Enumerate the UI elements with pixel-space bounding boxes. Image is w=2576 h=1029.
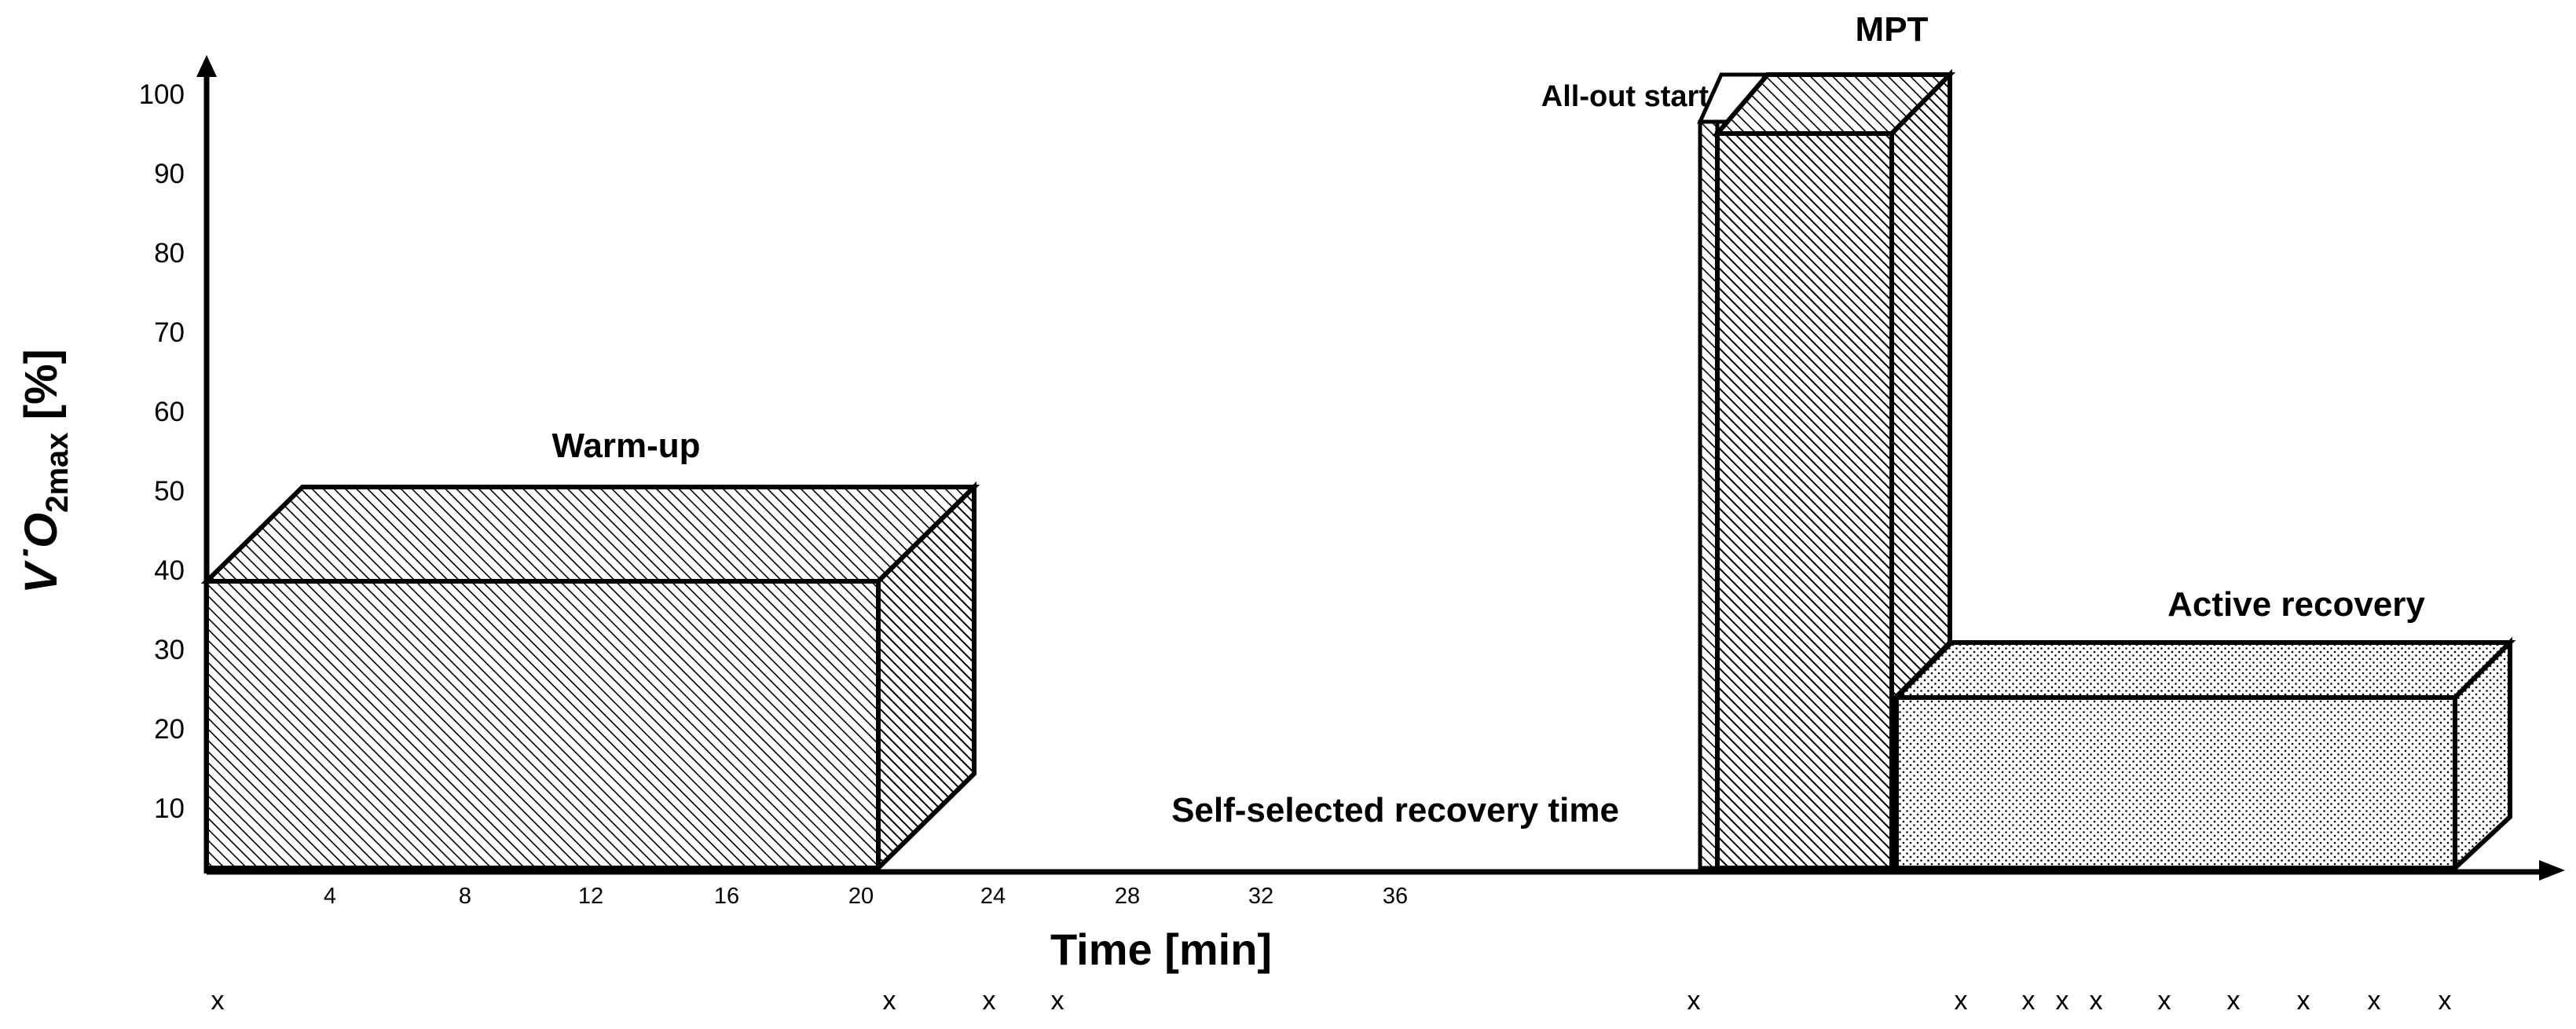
active-recovery-label: Active recovery [2167, 585, 2425, 624]
x-tick-label: 36 [1383, 884, 1408, 909]
y-tick-label: 30 [154, 635, 185, 665]
x-tick-label: 4 [324, 884, 336, 909]
measurement-marker: x [983, 986, 996, 1016]
measurement-marker: x [2158, 986, 2171, 1016]
y-tick-label: 40 [154, 555, 185, 586]
y-tick-label: 100 [139, 79, 185, 110]
mpt-label: MPT [1856, 10, 1929, 49]
y-tick-label: 80 [154, 238, 185, 269]
measurement-marker: x [211, 986, 225, 1016]
y-axis-title: V˙O2max [%] [16, 349, 75, 594]
x-tick-label: 12 [578, 884, 603, 909]
x-tick-labels: 4 8 12 16 20 24 28 32 36 [324, 884, 1408, 909]
measurement-marker: x [1687, 986, 1701, 1016]
y-tick-label: 20 [154, 714, 185, 745]
mpt-block-side [1889, 68, 1952, 708]
warmup-block-top [200, 485, 980, 584]
x-tick-label: 32 [1248, 884, 1273, 909]
x-tick-label: 20 [848, 884, 874, 909]
warmup-block [200, 481, 980, 874]
x-tick-label: 16 [714, 884, 739, 909]
y-axis-arrow-icon [196, 55, 217, 77]
measurement-marker: x [2227, 986, 2241, 1016]
y-tick-label: 10 [154, 793, 185, 824]
x-axis-arrow-icon [2539, 860, 2565, 881]
x-axis-title: Time [min] [1050, 925, 1272, 974]
mpt-block [1712, 68, 1956, 870]
measurement-marker: x [2056, 986, 2069, 1016]
warmup-label: Warm-up [551, 427, 700, 465]
self-selected-recovery-label: Self-selected recovery time [1171, 791, 1619, 829]
mpt-block-front [1715, 131, 1894, 870]
measurement-marker: x [2368, 986, 2381, 1016]
measurement-marker: x [1051, 986, 1064, 1016]
x-tick-label: 8 [459, 884, 471, 909]
y-tick-label: 60 [154, 397, 185, 427]
active-recovery-block-top [1890, 640, 2516, 700]
active-recovery-block-front [1894, 695, 2457, 870]
y-tick-label: 70 [154, 317, 185, 348]
y-tick-label: 50 [154, 476, 185, 507]
measurement-marker: x [2022, 986, 2036, 1016]
x-tick-label: 28 [1115, 884, 1140, 909]
x-tick-label: 24 [980, 884, 1006, 909]
y-tick-label: 90 [154, 159, 185, 189]
allout-start-block-front [1698, 119, 1720, 870]
measurement-marker: x [2297, 986, 2310, 1016]
measurement-marker: x [2090, 986, 2103, 1016]
x-axis [207, 860, 2565, 881]
measurement-markers: x x x x x x x x x x x x x x [211, 986, 2452, 1016]
y-tick-labels: 100 90 80 70 60 50 40 30 20 10 [139, 79, 185, 824]
measurement-marker: x [2439, 986, 2452, 1016]
measurement-marker: x [1955, 986, 1968, 1016]
active-recovery-block [1890, 636, 2516, 873]
allout-start-label: All-out start [1541, 80, 1709, 113]
measurement-marker: x [883, 986, 896, 1016]
warmup-block-front [204, 579, 881, 870]
